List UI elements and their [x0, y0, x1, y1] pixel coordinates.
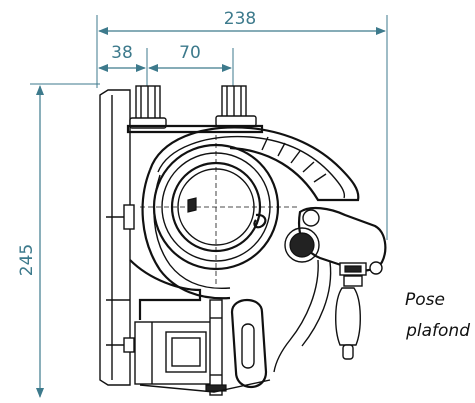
- dimension-overall-width: 238: [224, 9, 256, 29]
- housing-clip: [187, 197, 197, 213]
- guide-rod: [209, 299, 223, 396]
- cassette-housing-inner: [157, 135, 346, 199]
- tube-hook: [253, 213, 267, 229]
- wall-fittings: [106, 204, 135, 353]
- dimension-height: 245: [17, 244, 37, 276]
- housing-left-arc: [141, 169, 231, 300]
- bolt-left: [129, 85, 167, 129]
- housing-left-arc-inner: [153, 174, 231, 290]
- top-bracket: [126, 124, 264, 134]
- arm-pivot-center: [289, 232, 315, 258]
- note-line-1: Pose: [405, 290, 445, 310]
- mechanism-drawing: [99, 85, 387, 396]
- dimension-first-offset: 38: [111, 43, 133, 63]
- gear-box-window: [171, 337, 201, 367]
- slotted-link: [230, 298, 268, 388]
- arm-guide-line-2: [301, 261, 332, 347]
- arm-guide-line: [273, 259, 319, 373]
- arm-pivot-top: [302, 209, 320, 227]
- arm-pivot-ring: [284, 227, 320, 263]
- bottom-tie: [139, 379, 271, 393]
- dimension-second-offset: 70: [179, 43, 201, 63]
- slotted-link-slot: [241, 323, 255, 369]
- dimension-lines: [30, 15, 388, 398]
- housing-ribs: [261, 136, 327, 183]
- cassette-housing: [148, 126, 360, 202]
- wall-plate: [99, 89, 131, 386]
- bolt-right: [215, 85, 257, 127]
- note-line-2: plafond: [405, 321, 470, 341]
- lower-bracket: [129, 259, 202, 320]
- crank-handle: [335, 261, 383, 360]
